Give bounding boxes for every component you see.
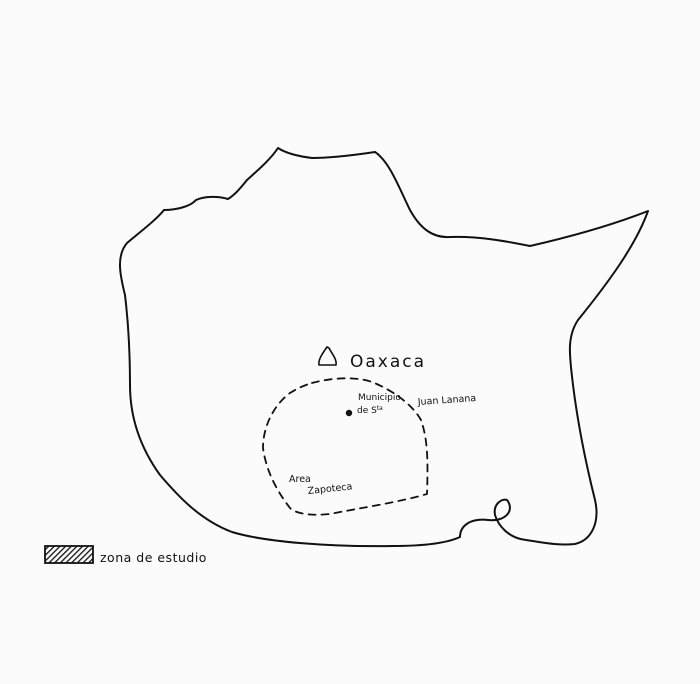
area-label-line1: Area — [289, 474, 311, 485]
municipio-label-de: de S — [357, 406, 377, 416]
municipio-label-line1: Municipio — [358, 393, 401, 403]
state-outline — [119, 147, 649, 548]
municipio-label-line2: de Sta — [357, 405, 383, 416]
municipio-label-sup: ta — [377, 405, 383, 412]
area-label-line2: Zapoteca — [307, 481, 353, 497]
municipio-marker-icon — [345, 409, 353, 417]
legend-swatch — [44, 545, 94, 564]
area-zapoteca-boundary — [262, 377, 429, 516]
city-marker-icon — [318, 346, 337, 366]
region-label: Oaxaca — [350, 352, 426, 372]
legend-label: zona de estudio — [100, 550, 207, 565]
municipio-name-label: Juan Lanana — [416, 393, 476, 408]
